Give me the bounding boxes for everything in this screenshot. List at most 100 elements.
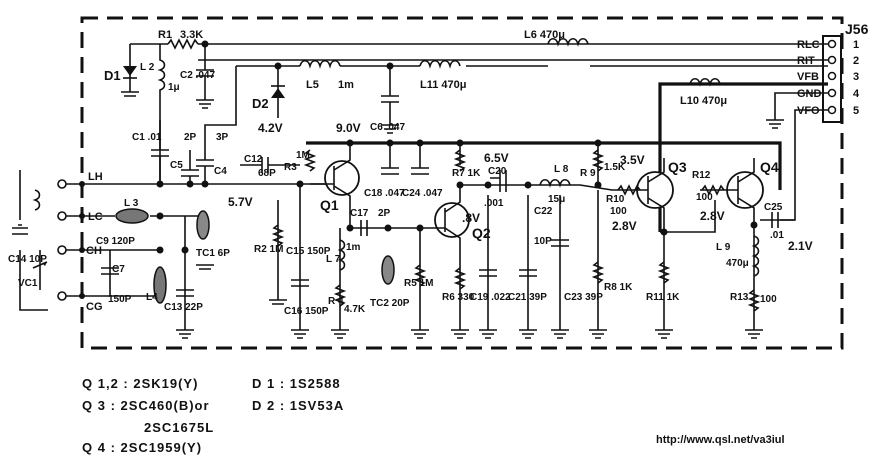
- c2-capacitor: [196, 44, 214, 100]
- c16-label: C16 150P: [284, 306, 329, 317]
- d2-label: D2: [252, 96, 269, 111]
- terminal-lc: LC: [88, 211, 103, 223]
- legend-q3-alt: 2SC1675L: [144, 420, 215, 435]
- resistors: [271, 149, 761, 312]
- source-url: http://www.qsl.net/va3iul: [656, 434, 785, 446]
- c15-label: C15 150P: [286, 246, 331, 257]
- r7-label: R7 1K: [452, 168, 481, 179]
- pin-number-2: 2: [853, 55, 859, 67]
- r1-resistor: [167, 38, 199, 50]
- l4-coil: [153, 266, 167, 304]
- pin-number-3: 3: [853, 71, 859, 83]
- r1-value: 3.3K: [180, 29, 203, 41]
- l8-label: L 8: [554, 164, 569, 175]
- r1-label: R1: [158, 29, 172, 41]
- legend-q1-q2: Q 1,2 : 2SK19(Y): [82, 376, 199, 391]
- l4-label: L4: [146, 292, 158, 303]
- l2-value: 1μ: [168, 82, 180, 93]
- r3-value: 1M: [296, 150, 310, 161]
- c12-label: C12: [244, 154, 263, 165]
- l7-coil: [337, 239, 346, 271]
- c17-value: 2P: [378, 208, 391, 219]
- tc2-trimmer: [381, 255, 395, 285]
- voltage-2-1v: 2.1V: [788, 239, 813, 253]
- r11-label: R11 1K: [646, 292, 680, 303]
- vc1-label: VC1: [18, 278, 38, 289]
- c14-label: C14 10P: [8, 254, 47, 265]
- r13-value: 100: [760, 294, 777, 305]
- r13-label: R13: [730, 292, 749, 303]
- pin-label-gnd: GND: [797, 88, 822, 100]
- r9-label: R 9: [580, 168, 596, 179]
- voltage-4-2v: 4.2V: [258, 121, 283, 135]
- connector-pins: [827, 39, 837, 115]
- c5-value: 2P: [184, 132, 197, 143]
- l2-label: L 2: [140, 62, 155, 73]
- pin-number-4: 4: [853, 88, 860, 100]
- l5-value: 1m: [338, 79, 354, 91]
- d1-label: D1: [104, 68, 121, 83]
- q2-transistor: [350, 185, 470, 260]
- d2-diode: [271, 66, 285, 118]
- q1-label: Q1: [320, 197, 339, 213]
- l6-label: L6 470μ: [524, 29, 565, 41]
- r10-value: 100: [610, 206, 627, 217]
- pin-number-1: 1: [853, 39, 859, 51]
- l9-coil: [751, 235, 760, 277]
- l11-label: L11 470μ: [420, 79, 467, 91]
- legend-q3: Q 3 : 2SC460(B)or: [82, 398, 210, 413]
- tc1-trimmer: [196, 210, 210, 240]
- voltage-9-0v: 9.0V: [336, 121, 361, 135]
- r12-label: R12: [692, 170, 711, 181]
- c13-label: C13 22P: [164, 302, 203, 313]
- l7-value: 1m: [346, 242, 361, 253]
- l10-coil: [689, 77, 721, 87]
- l9-label: L 9: [716, 242, 731, 253]
- r12-value: 100: [696, 192, 713, 203]
- c20-value: .001: [484, 198, 504, 209]
- l7-label: L 7: [326, 254, 341, 265]
- ground-symbols: [121, 91, 784, 339]
- r4-value: 4.7K: [344, 304, 366, 315]
- l3-coil: [115, 208, 149, 224]
- c4-value: 3P: [216, 132, 229, 143]
- c7-value: 150P: [108, 294, 132, 305]
- enclosure-border: [80, 16, 844, 350]
- l5-label: L5: [306, 79, 319, 91]
- voltage-5-7v: 5.7V: [228, 195, 253, 209]
- c9-label: C9 120P: [96, 236, 135, 247]
- q2-label: Q2: [472, 225, 491, 241]
- terminal-cg: CG: [86, 301, 103, 313]
- pin-label-rlc: RLC: [797, 39, 820, 51]
- r4-label: R 4: [328, 296, 344, 307]
- signal-wires: [277, 143, 795, 330]
- c25-label: C25: [764, 202, 783, 213]
- c19-label: C19 .022: [470, 292, 511, 303]
- legend-d2: D 2 : 1SV53A: [252, 398, 345, 413]
- main-bus: [306, 141, 782, 190]
- r10-label: R10: [606, 194, 625, 205]
- pin-label-vfo: VFO: [797, 105, 820, 117]
- left-capacitors: [101, 120, 300, 330]
- c17-label: C17: [350, 208, 369, 219]
- pin-number-5: 5: [853, 105, 859, 117]
- q3-transistor: [612, 158, 674, 232]
- c24-label: C24 .047: [402, 188, 443, 199]
- c6-capacitor: [381, 66, 399, 125]
- voltage-2-8v-q4: 2.8V: [700, 209, 725, 223]
- tank-circuit: [12, 170, 330, 311]
- q1-transistor: [310, 143, 360, 214]
- l2-coil: [157, 44, 166, 180]
- voltage-6-5v: 6.5V: [484, 151, 509, 165]
- legend-q4: Q 4 : 2SC1959(Y): [82, 440, 203, 455]
- r5-label: R5 1M: [404, 278, 433, 289]
- tc2-label: TC2 20P: [370, 298, 410, 309]
- c22-label: C22: [534, 206, 553, 217]
- junction-dots: [156, 40, 758, 254]
- terminal-lh: LH: [88, 171, 103, 183]
- r2-label: R2 1M: [254, 244, 283, 255]
- q4-label: Q4: [760, 159, 779, 175]
- voltage-0-8v: .8V: [462, 211, 480, 225]
- connector-title: J56: [845, 21, 869, 37]
